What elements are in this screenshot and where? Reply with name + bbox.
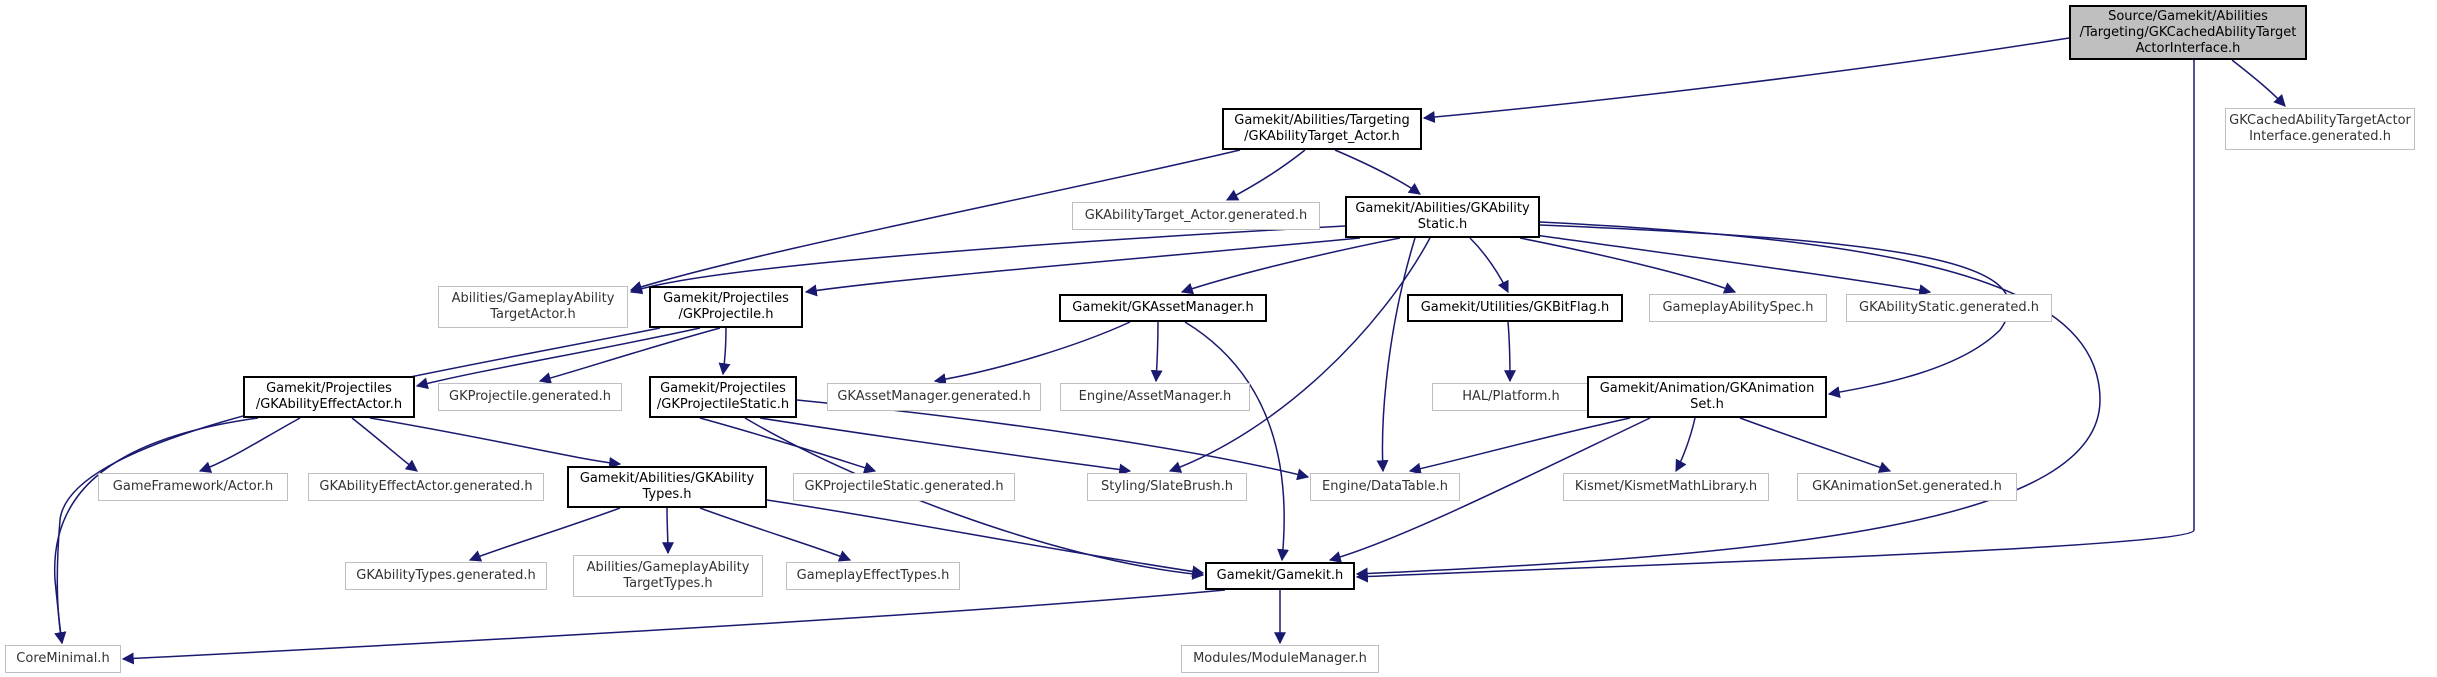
edge-projectile-to-projectile-static bbox=[718, 327, 731, 376]
edge-effect-actor-to-game-actor bbox=[198, 417, 301, 473]
edge-ability-static-to-slate-brush bbox=[1168, 237, 1431, 473]
edge-projectile-static-to-data-table bbox=[796, 399, 1310, 481]
edge-ability-static-to-static-generated bbox=[1534, 234, 1932, 297]
edge-effect-actor-to-ability-types bbox=[369, 417, 622, 469]
edge-effect-actor-to-generated bbox=[351, 417, 418, 472]
node-gkassetmanager-generated-h: GKAssetManager.generated.h bbox=[827, 383, 1041, 411]
node-hal-platform-h: HAL/Platform.h bbox=[1432, 383, 1590, 411]
node-gkabilitytypes-h[interactable]: Gamekit/Abilities/GKAbility Types.h bbox=[567, 466, 767, 508]
edge-ability-static-to-projectile bbox=[804, 237, 1361, 297]
edge-projectile-static-to-slate-brush bbox=[759, 417, 1132, 476]
node-gkprojectilestatic-generated-h: GKProjectileStatic.generated.h bbox=[793, 473, 1015, 501]
edge-root-to-gamekit bbox=[1355, 60, 2195, 583]
node-gkabilitytarget-actor-generated-h: GKAbilityTarget_Actor.generated.h bbox=[1072, 202, 1320, 230]
edge-ability-static-to-gameplay-target-actor bbox=[629, 225, 1346, 295]
edge-ability-types-to-target-types bbox=[661, 507, 674, 555]
edge-root-to-cached-generated bbox=[2231, 59, 2286, 107]
node-gkcachedabilitytargetactorinterface-h[interactable]: Source/Gamekit/Abilities /Targeting/GKCa… bbox=[2069, 5, 2307, 60]
edge-projectile-static-to-generated bbox=[699, 417, 877, 474]
node-gameplayabilitytargettypes-h: Abilities/GameplayAbility TargetTypes.h bbox=[573, 555, 763, 597]
edge-projectile-to-generated bbox=[538, 327, 721, 384]
edge-ability-types-to-effect-types bbox=[699, 507, 852, 562]
edge-ability-static-to-bitflag bbox=[1469, 237, 1509, 294]
edge-animation-set-to-gamekit bbox=[1328, 417, 1651, 563]
edge-ability-static-to-data-table bbox=[1376, 237, 1416, 473]
edge-ability-types-to-generated bbox=[468, 507, 621, 562]
node-gkprojectile-generated-h: GKProjectile.generated.h bbox=[438, 383, 622, 411]
edge-asset-manager-to-engine-asset-manager bbox=[1150, 321, 1163, 383]
edge-gamekit-to-core-minimal bbox=[121, 589, 1226, 665]
node-gkabilitystatic-generated-h: GKAbilityStatic.generated.h bbox=[1846, 294, 2052, 322]
node-gkabilityeffectactor-h[interactable]: Gamekit/Projectiles /GKAbilityEffectActo… bbox=[243, 376, 415, 418]
edge-target-actor-to-generated bbox=[1225, 149, 1306, 201]
node-gameplayeffecttypes-h: GameplayEffectTypes.h bbox=[786, 562, 960, 590]
node-gkabilitystatic-h[interactable]: Gamekit/Abilities/GKAbility Static.h bbox=[1345, 196, 1540, 238]
edge-ability-static-to-asset-manager bbox=[1180, 237, 1401, 295]
edge-root-to-target-actor bbox=[1422, 37, 2070, 124]
node-coreminimal-h: CoreMinimal.h bbox=[5, 645, 121, 673]
edge-ability-types-to-gamekit bbox=[766, 499, 1205, 578]
node-modules-modulemanager-h: Modules/ModuleManager.h bbox=[1181, 645, 1379, 673]
edge-bitflag-to-platform bbox=[1503, 321, 1516, 383]
node-gkbitflag-h[interactable]: Gamekit/Utilities/GKBitFlag.h bbox=[1407, 294, 1623, 322]
edge-animation-set-to-generated bbox=[1739, 417, 1892, 473]
edge-asset-manager-to-gamekit bbox=[1184, 321, 1290, 562]
node-gameplayabilitytargetactor-h: Abilities/GameplayAbility TargetActor.h bbox=[438, 286, 628, 328]
edge-ability-static-to-gamekit bbox=[1355, 221, 2101, 580]
edge-asset-manager-to-generated bbox=[933, 321, 1131, 386]
edge-animation-set-to-data-table bbox=[1408, 417, 1631, 475]
node-styling-slatebrush-h: Styling/SlateBrush.h bbox=[1087, 473, 1247, 501]
node-gamekit-gamekit-h[interactable]: Gamekit/Gamekit.h bbox=[1205, 562, 1355, 590]
node-gkassetmanager-h[interactable]: Gamekit/GKAssetManager.h bbox=[1059, 294, 1267, 322]
node-gameframework-actor-h: GameFramework/Actor.h bbox=[98, 473, 288, 501]
node-gkabilitytarget-actor-h[interactable]: Gamekit/Abilities/Targeting /GKAbilityTa… bbox=[1222, 108, 1422, 150]
node-gkprojectilestatic-h[interactable]: Gamekit/Projectiles /GKProjectileStatic.… bbox=[649, 376, 797, 418]
node-gkprojectile-h[interactable]: Gamekit/Projectiles /GKProjectile.h bbox=[649, 286, 803, 328]
node-gkanimationset-h[interactable]: Gamekit/Animation/GKAnimation Set.h bbox=[1587, 376, 1827, 418]
edge-target-actor-to-ability-static bbox=[1334, 149, 1421, 195]
node-engine-datatable-h: Engine/DataTable.h bbox=[1310, 473, 1460, 501]
node-gkanimationset-generated-h: GKAnimationSet.generated.h bbox=[1797, 473, 2017, 501]
node-kismet-kismetmathlibrary-h: Kismet/KismetMathLibrary.h bbox=[1563, 473, 1769, 501]
edge-target-actor-to-gameplay-target-actor bbox=[629, 149, 1241, 293]
edge-projectile-to-effect-actor bbox=[415, 327, 701, 390]
edge-animation-set-to-kismet bbox=[1675, 417, 1696, 473]
node-gameplayabilityspec-h: GameplayAbilitySpec.h bbox=[1649, 294, 1827, 322]
node-gkabilityeffectactor-generated-h: GKAbilityEffectActor.generated.h bbox=[308, 473, 544, 501]
node-gkcachedabilitytargetactorinterface-generated-h: GKCachedAbilityTargetActor Interface.gen… bbox=[2225, 108, 2415, 150]
node-gkabilitytypes-generated-h: GKAbilityTypes.generated.h bbox=[345, 562, 547, 590]
edge-effect-actor-to-core-minimal bbox=[53, 417, 259, 645]
edge-projectile-static-to-gamekit bbox=[744, 417, 1205, 580]
node-engine-assetmanager-h: Engine/AssetManager.h bbox=[1060, 383, 1250, 411]
edge-ability-static-to-ability-spec bbox=[1519, 237, 1737, 294]
